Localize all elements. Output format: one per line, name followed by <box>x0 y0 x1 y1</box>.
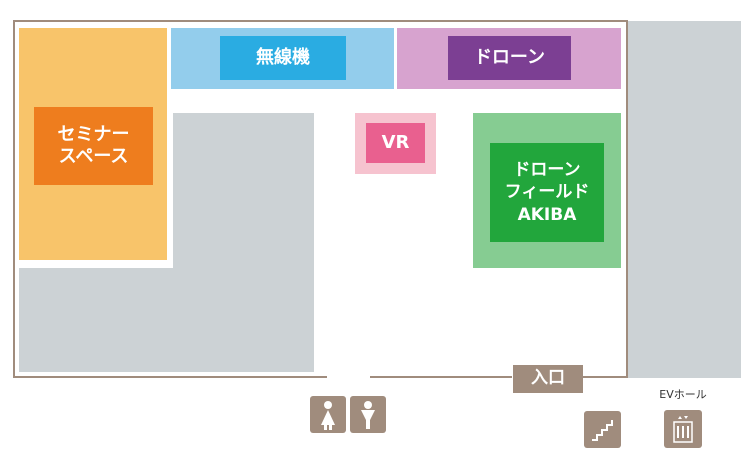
gray-block-center <box>173 113 314 272</box>
entrance-label[interactable]: 入口 <box>513 365 583 393</box>
wireless-label[interactable]: 無線機 <box>220 36 346 80</box>
elevator-icon[interactable] <box>664 410 702 448</box>
restroom-female-icon[interactable] <box>310 396 346 433</box>
gray-block-left-bottom <box>19 268 314 372</box>
vr-label[interactable]: VR <box>366 123 425 163</box>
ev-hall-label: EVホール <box>659 388 707 401</box>
restroom-male-icon[interactable] <box>350 396 386 433</box>
drone-field-label[interactable]: ドローン フィールド AKIBA <box>490 143 604 242</box>
right-outside-block <box>627 21 741 378</box>
stairs-icon[interactable] <box>584 411 621 448</box>
wall-outline <box>13 20 628 378</box>
drone-label[interactable]: ドローン <box>448 36 571 80</box>
seminar-space-label[interactable]: セミナー スペース <box>34 107 153 185</box>
